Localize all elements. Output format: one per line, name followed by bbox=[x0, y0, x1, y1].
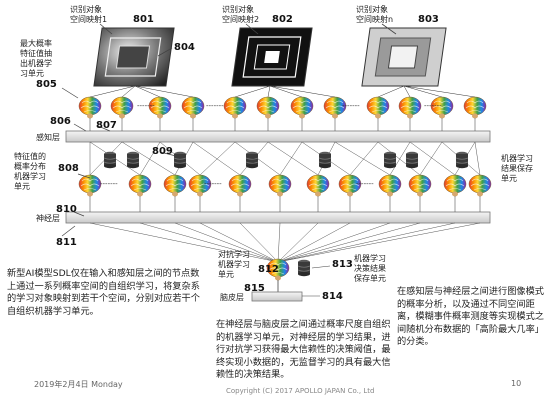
neural-to-cortex-lines bbox=[89, 222, 481, 263]
perception-layer-label: 感知层 bbox=[36, 133, 60, 142]
dots-sep-1: ------- bbox=[137, 102, 155, 110]
paragraph-left: 新型AI模型SDL仅在输入和感知层之间的节点数上通过一系列概率空间的自组织学习，… bbox=[7, 268, 200, 317]
space-2-label: 识别对象 空间映射2 bbox=[222, 5, 260, 24]
num-810: 810 bbox=[56, 204, 77, 215]
perception-to-neural-lines bbox=[89, 141, 481, 176]
max-prob-unit-label: 最大概率 特征值抽 出机器学 习单元 bbox=[20, 39, 52, 78]
num-813: 813 bbox=[332, 259, 353, 270]
dots-sep-5: ------- bbox=[100, 180, 118, 188]
num-805: 805 bbox=[36, 79, 57, 90]
num-814: 814 bbox=[322, 291, 343, 302]
num-815: 815 bbox=[244, 283, 265, 294]
dots-sep-4: ------- bbox=[424, 102, 442, 110]
footer-copyright: Copyright (C) 2017 APOLLO JAPAN Co., Ltd bbox=[226, 387, 375, 395]
num-801: 801 bbox=[133, 14, 154, 25]
footer-date: 2019年2月4日 Monday bbox=[34, 380, 123, 389]
num-809: 809 bbox=[152, 146, 173, 157]
number-pointer-lines bbox=[61, 87, 177, 237]
db-pointer-line bbox=[311, 265, 331, 269]
dots-sep-6: ------- bbox=[204, 180, 222, 188]
paragraph-right: 在感知层与神经层之间进行图像模式的概率分析，以及通过不同空间距离，模糊事件概率测… bbox=[397, 286, 544, 347]
num-802: 802 bbox=[272, 14, 293, 25]
feature-prob-unit-label: 特征值的 概率分布 机器学习 单元 bbox=[14, 152, 46, 191]
cortex-layer-bar bbox=[251, 291, 303, 302]
confront-unit-label: 对抗学习 机器学习 单元 bbox=[218, 250, 250, 279]
num-804: 804 bbox=[174, 42, 195, 53]
image-to-brain-lines bbox=[89, 85, 476, 98]
num-807: 807 bbox=[96, 120, 117, 131]
dots-sep-3: ------- bbox=[342, 102, 360, 110]
decision-save-db bbox=[297, 259, 311, 277]
neural-layer-nodes bbox=[89, 196, 481, 212]
neural-layer-bar bbox=[65, 211, 491, 224]
num-812: 812 bbox=[258, 264, 279, 275]
neural-layer-label: 神经层 bbox=[36, 214, 60, 223]
feature-prob-brain-row bbox=[78, 174, 492, 197]
num-808: 808 bbox=[58, 163, 79, 174]
perception-layer-bar bbox=[65, 130, 491, 143]
dots-sep-7: ------- bbox=[356, 180, 374, 188]
cortex-layer-label: 脑皮层 bbox=[220, 293, 244, 302]
space-1-label: 识别对象 空间映射1 bbox=[70, 5, 108, 24]
perception-layer-nodes bbox=[89, 118, 476, 131]
image-space-1 bbox=[93, 27, 175, 87]
space-n-label: 识别对象 空间映射n bbox=[356, 5, 394, 24]
paragraph-middle: 在神经层与脑皮层之间通过概率尺度自组织的机器学习单元，对神经层的学习结果，进行对… bbox=[216, 319, 391, 380]
num-803: 803 bbox=[418, 14, 439, 25]
image-space-n bbox=[361, 27, 447, 87]
footer-page-number: 10 bbox=[511, 379, 522, 388]
result-save-unit-label: 机器学习 结果保存 单元 bbox=[501, 154, 533, 183]
num-811: 811 bbox=[56, 237, 77, 248]
label-arrows bbox=[99, 23, 397, 57]
dots-sep-2: ------- bbox=[206, 102, 224, 110]
decision-save-unit-label: 机器学习 决策结果 保存单元 bbox=[354, 254, 386, 283]
num-806: 806 bbox=[50, 116, 71, 127]
image-space-2 bbox=[231, 27, 313, 87]
